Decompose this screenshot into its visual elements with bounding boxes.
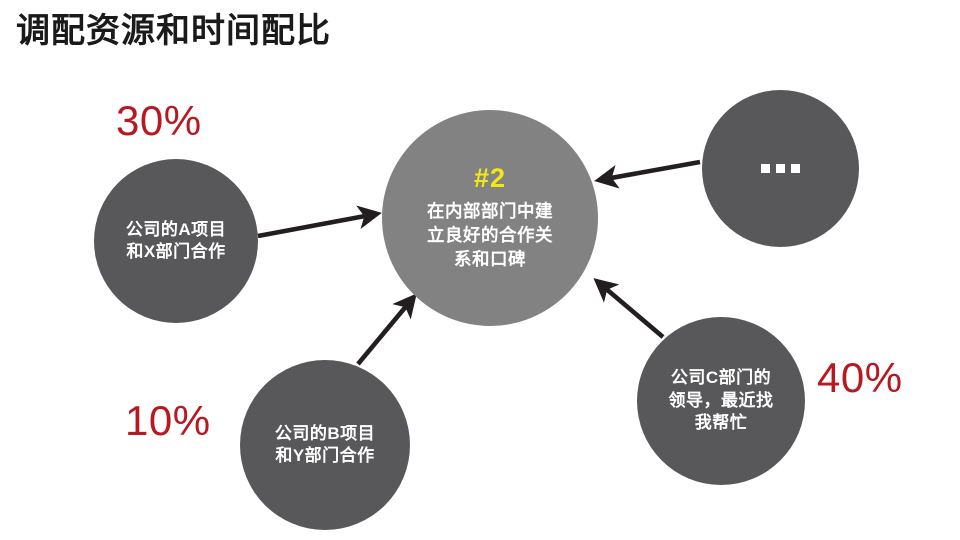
center-node[interactable]: #2 在内部部门中建 立良好的合作关 系和口碑 bbox=[382, 110, 598, 326]
arrow-c-to-center bbox=[593, 278, 665, 339]
percentage-30: 30% bbox=[116, 97, 202, 144]
node-department-c[interactable]: 公司C部门的 领导，最近找 我帮忙 bbox=[637, 317, 805, 485]
percentage-10: 10% bbox=[125, 397, 211, 444]
node-project-b-label: 公司的B项目 和Y部门合作 bbox=[274, 423, 376, 465]
center-node-badge: #2 bbox=[473, 162, 507, 193]
center-node-label: 在内部部门中建 立良好的合作关 系和口碑 bbox=[427, 200, 553, 270]
node-project-a-label: 公司的A项目 和X部门合作 bbox=[125, 219, 227, 261]
page-title: 调配资源和时间配比 bbox=[16, 12, 331, 50]
arrow-etc-to-center bbox=[594, 159, 701, 189]
arrow-a-to-center bbox=[257, 205, 382, 239]
arrow-b-to-center bbox=[356, 293, 417, 366]
node-project-b[interactable]: 公司的B项目 和Y部门合作 bbox=[240, 360, 410, 530]
node-department-c-label: 公司C部门的 领导，最近找 我帮忙 bbox=[668, 368, 774, 433]
node-project-a[interactable]: 公司的A项目 和X部门合作 bbox=[94, 159, 258, 323]
ellipsis-icon bbox=[761, 164, 800, 173]
percentage-40: 40% bbox=[817, 354, 903, 401]
node-ellipsis[interactable] bbox=[702, 90, 859, 247]
